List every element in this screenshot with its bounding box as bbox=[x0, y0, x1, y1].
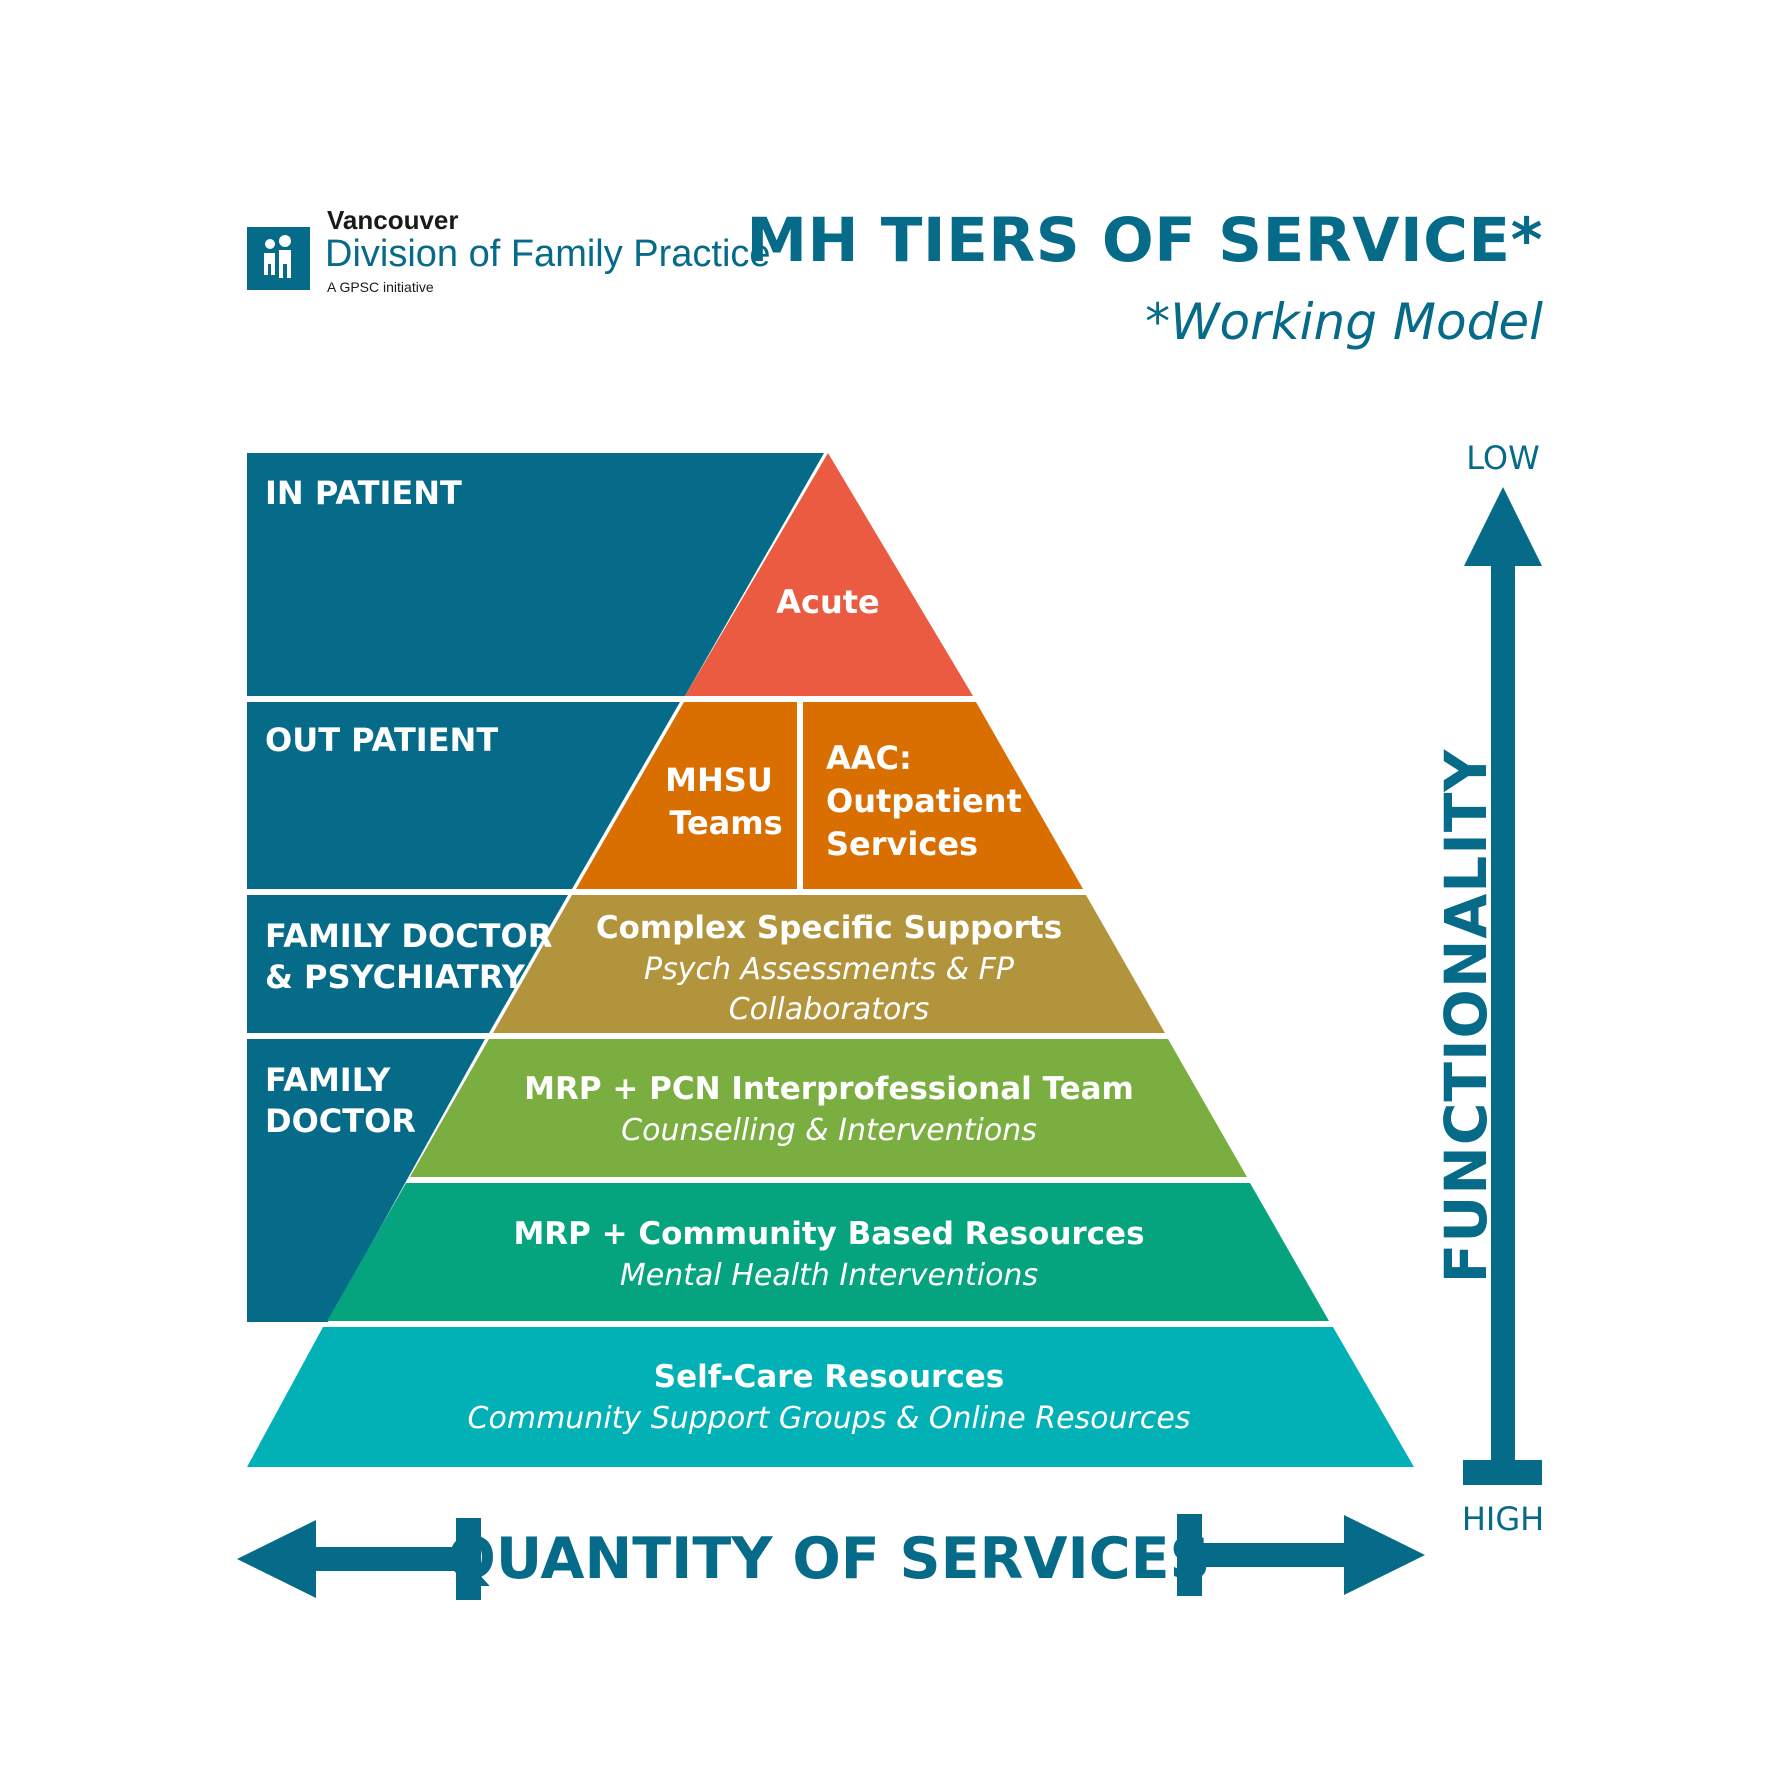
tier-complex-supports bbox=[493, 895, 1165, 1033]
tier-pcn-team bbox=[410, 1039, 1247, 1177]
quantity-arrow-left bbox=[237, 1518, 481, 1600]
panel-family-doctor bbox=[247, 1039, 485, 1322]
label-in-patient: IN PATIENT bbox=[265, 474, 462, 512]
tier-self-care bbox=[247, 1327, 1414, 1467]
tier-complex-sub-line2: Collaborators bbox=[729, 992, 930, 1027]
logo-tagline: A GPSC initiative bbox=[327, 279, 434, 295]
panel-out-patient bbox=[247, 702, 680, 889]
tier-aac-line3: Services bbox=[826, 825, 978, 863]
tier-aac-outpatient bbox=[803, 702, 1083, 889]
tier-pcn-title: MRP + PCN Interprofessional Team bbox=[524, 1071, 1134, 1107]
tier-acute-label: Acute bbox=[776, 583, 880, 621]
tier-mhsu-teams bbox=[576, 702, 797, 889]
logo-family-icon bbox=[247, 227, 310, 290]
axis-low-label: LOW bbox=[1466, 439, 1540, 477]
label-out-patient: OUT PATIENT bbox=[265, 721, 498, 759]
label-family-doctor-psychiatry-2: & PSYCHIATRY bbox=[265, 958, 526, 996]
tier-community-resources bbox=[327, 1183, 1329, 1321]
label-family-doctor-2: DOCTOR bbox=[265, 1102, 416, 1140]
quantity-arrow-right bbox=[1177, 1514, 1425, 1596]
tier-selfcare-sub: Community Support Groups & Online Resour… bbox=[468, 1401, 1191, 1436]
tier-aac-line1: AAC: bbox=[826, 739, 912, 777]
tier-community-sub: Mental Health Interventions bbox=[620, 1258, 1038, 1293]
axis-quantity-label: QUANTITY OF SERVICES bbox=[447, 1526, 1210, 1592]
tier-complex-sub-line1: Psych Assessments & FP bbox=[644, 952, 1015, 987]
tier-mhsu-line2: Teams bbox=[669, 804, 782, 842]
functionality-arrow bbox=[1463, 487, 1542, 1485]
tier-acute bbox=[685, 453, 973, 696]
label-family-doctor-1: FAMILY bbox=[265, 1061, 391, 1099]
tier-aac-line2: Outpatient bbox=[826, 782, 1022, 820]
logo-name-line2: Division of Family Practice bbox=[325, 233, 771, 275]
axis-high-label: HIGH bbox=[1462, 1500, 1544, 1538]
tier-pcn-sub: Counselling & Interventions bbox=[621, 1113, 1037, 1148]
page-title: MH TIERS OF SERVICE* bbox=[746, 205, 1543, 276]
page-subtitle: *Working Model bbox=[1145, 293, 1543, 351]
axis-functionality-label: FUNCTIONALITY bbox=[1432, 749, 1500, 1284]
tier-community-title: MRP + Community Based Resources bbox=[513, 1216, 1144, 1252]
tier-complex-title: Complex Specific Supports bbox=[596, 910, 1062, 946]
panel-in-patient bbox=[247, 453, 824, 696]
label-family-doctor-psychiatry-1: FAMILY DOCTOR bbox=[265, 917, 552, 955]
tier-mhsu-line1: MHSU bbox=[665, 761, 773, 799]
logo-name-line1: Vancouver bbox=[327, 205, 459, 235]
tier-selfcare-title: Self-Care Resources bbox=[654, 1359, 1004, 1395]
panel-family-doctor-psychiatry bbox=[247, 895, 568, 1033]
